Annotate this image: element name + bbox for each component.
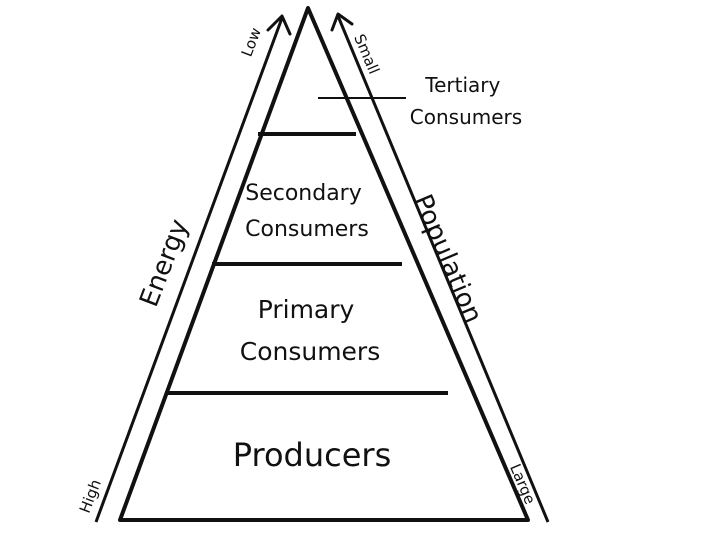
tertiary-label: Tertiary Consumers xyxy=(410,73,522,129)
primary-label-line-1: Primary xyxy=(258,295,355,324)
population-title: Population xyxy=(407,190,488,327)
energy-arrowhead xyxy=(266,14,292,36)
energy-low-label: Low xyxy=(238,25,265,59)
secondary-label-line-2: Consumers xyxy=(245,217,369,242)
energy-arrow-shaft xyxy=(94,17,284,523)
energy-title: Energy xyxy=(134,215,195,311)
primary-label: Primary Consumers xyxy=(240,295,381,366)
population-arrowhead xyxy=(330,12,354,32)
primary-label-line-2: Consumers xyxy=(240,337,381,366)
secondary-label-line-1: Secondary xyxy=(245,181,362,206)
tertiary-label-line-1: Tertiary xyxy=(424,73,500,97)
population-arrow-shaft xyxy=(336,15,550,523)
secondary-label: Secondary Consumers xyxy=(245,181,369,242)
producers-label: Producers xyxy=(233,436,391,474)
tertiary-label-line-2: Consumers xyxy=(410,105,522,129)
